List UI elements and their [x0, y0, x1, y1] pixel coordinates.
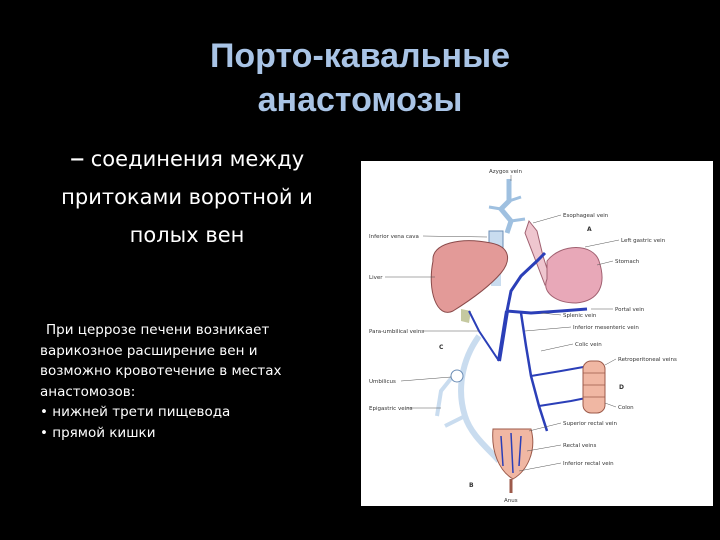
label-rectal-veins: Rectal veins — [563, 443, 596, 449]
colon-haustra-shape — [583, 372, 605, 398]
label-splenic-vein: Splenic vein — [563, 313, 597, 319]
splenic-vein-shape — [506, 307, 588, 315]
colon-shape — [582, 360, 606, 414]
gallbladder-shape — [461, 309, 471, 323]
colic-veins-shape — [530, 365, 592, 407]
note-line: анастомозов: — [40, 383, 136, 400]
anatomy-illustration: Azygos vein Esophageal vein A Inferior v… — [369, 169, 677, 504]
label-para-umbilical-veins: Para-umbilical veins — [369, 329, 424, 335]
left-gastric-vein-shape — [505, 251, 547, 312]
leader-lines — [385, 175, 620, 472]
label-anus: Anus — [504, 498, 518, 504]
note-line: варикозное расширение вен и — [40, 342, 258, 359]
label-portal-vein: Portal vein — [615, 307, 645, 313]
label-letter-d: D — [619, 384, 624, 391]
note-line: При церрозе печени возникает — [46, 322, 270, 338]
portocaval-anatomy-figure: Azygos vein Esophageal vein A Inferior v… — [361, 161, 713, 506]
label-letter-a: A — [587, 226, 592, 233]
label-azygos-vein: Azygos vein — [489, 169, 523, 175]
label-inferior-rectal-vein: Inferior rectal vein — [563, 461, 614, 467]
definition-line-3: полых вен — [129, 223, 245, 247]
dash-glyph: – — [69, 141, 85, 176]
cirrhosis-note: При церрозе печени возникает варикозное … — [40, 320, 330, 443]
rectal-veins-shape — [500, 432, 522, 474]
azygos-branches-shape — [488, 195, 526, 223]
label-superior-rectal-vein: Superior rectal vein — [563, 421, 618, 427]
note-bullet-rectum: • прямой кишки — [40, 424, 156, 441]
label-epigastric-veins: Epigastric veins — [369, 406, 413, 412]
definition-line-2: притоками воротной и — [61, 185, 313, 209]
label-inferior-mesenteric-vein: Inferior mesenteric vein — [573, 325, 639, 331]
label-esophageal-vein: Esophageal vein — [563, 213, 609, 219]
note-line: возможно кровотечение в местах — [40, 363, 282, 379]
label-inferior-vena-cava: Inferior vena cava — [369, 234, 419, 240]
label-colic-vein: Colic vein — [575, 342, 602, 348]
label-letter-b: B — [469, 482, 474, 489]
label-stomach: Stomach — [615, 259, 640, 265]
epigastric-vein-shape — [458, 334, 502, 463]
label-retroperitoneal-veins: Retroperitoneal veins — [618, 357, 677, 363]
azygos-vein-shape — [497, 179, 514, 234]
label-liver: Liver — [369, 275, 383, 281]
definition-text: –соединения между притоками воротной и п… — [32, 140, 342, 254]
stomach-shape — [545, 247, 603, 304]
definition-line-1: –соединения между — [32, 140, 342, 178]
label-letter-c: C — [439, 344, 444, 351]
inf-mesenteric-vein-shape — [519, 312, 549, 432]
slide-title: Порто-кавальные анастомозы — [150, 34, 570, 122]
umbilicus-shape — [450, 369, 464, 383]
title-line-2: анастомозы — [257, 81, 463, 119]
para-umbilical-veins-shape — [468, 310, 500, 362]
note-bullet-esophagus: • нижней трети пищевода — [40, 404, 231, 420]
title-line-1: Порто-кавальные — [209, 37, 511, 75]
definition-line-1-text: соединения между — [90, 147, 305, 171]
label-colon: Colon — [618, 405, 634, 411]
liver-shape — [430, 240, 509, 313]
portal-vein-shape — [497, 310, 509, 362]
label-left-gastric-vein: Left gastric vein — [621, 238, 666, 244]
label-umbilicus: Umbilicus — [369, 379, 396, 385]
